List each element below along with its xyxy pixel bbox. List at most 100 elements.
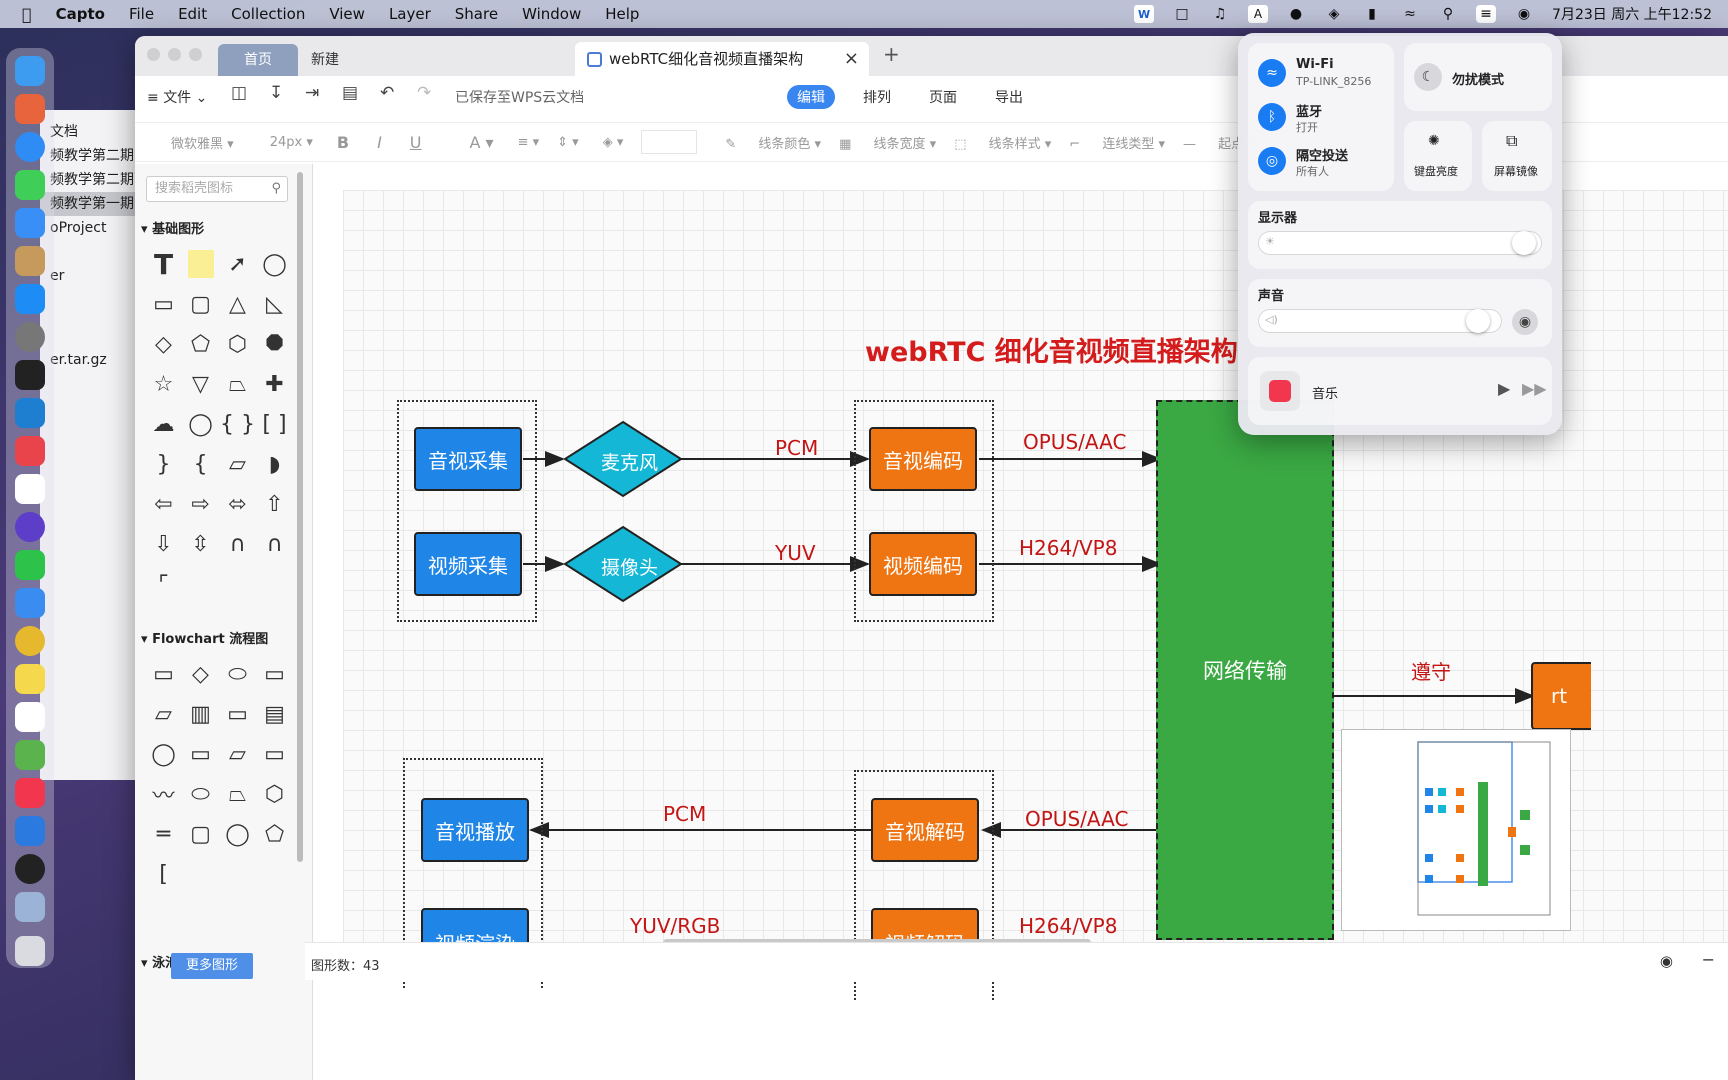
wifi-toggle-icon[interactable]: ≈ — [1258, 59, 1286, 87]
minimap[interactable] — [1341, 729, 1571, 931]
pentagon-shape[interactable]: ⬠ — [190, 331, 211, 357]
tape-shape[interactable]: 〰 — [152, 784, 175, 809]
comply-label[interactable]: 遵守 — [1411, 660, 1451, 684]
tab-document[interactable]: webRTC细化音视频直播架构 × — [575, 42, 869, 76]
mode-page[interactable]: 页面 — [929, 90, 957, 106]
line-color-button[interactable]: ✎ 线条颜色 ▾ — [725, 136, 822, 152]
menu-layer[interactable]: Layer — [379, 5, 431, 23]
safari-icon[interactable] — [15, 132, 45, 162]
annotation-shape[interactable]: ═ — [156, 821, 171, 847]
inverted-triangle-shape[interactable]: ▽ — [192, 371, 209, 397]
finder-item[interactable]: er.tar.gz — [50, 352, 107, 368]
shape-search-input[interactable]: 搜索稻壳图标 ⚲ — [146, 176, 288, 202]
rt-node[interactable]: rt — [1531, 662, 1591, 730]
wifi-icon[interactable]: ≈ — [1404, 6, 1416, 22]
launchpad-icon[interactable] — [15, 94, 45, 124]
fast-forward-icon[interactable]: ▶▶ — [1522, 379, 1547, 398]
underline-button[interactable]: U — [409, 132, 422, 152]
apple-icon[interactable]:  — [22, 5, 32, 24]
tab-new[interactable]: 新建 — [311, 52, 339, 68]
line-style-button[interactable]: ⬚ 线条样式 ▾ — [954, 136, 1052, 152]
menu-collection[interactable]: Collection — [221, 5, 305, 23]
maps-icon[interactable] — [15, 740, 45, 770]
left-brace-shape[interactable]: { — [193, 451, 208, 477]
cloud-shape[interactable]: ☁ — [152, 411, 175, 437]
app-store-icon[interactable] — [15, 284, 45, 314]
redo-icon[interactable]: ↷ — [417, 83, 432, 103]
finder-item[interactable]: 文档 — [50, 124, 78, 140]
encoder-group[interactable] — [854, 400, 994, 622]
video-app-icon[interactable] — [15, 512, 45, 542]
search-icon[interactable]: ⚲ — [271, 181, 281, 196]
triangle-shape[interactable]: △ — [229, 291, 246, 317]
mode-export[interactable]: 导出 — [995, 90, 1023, 106]
camera-label[interactable]: 摄像头 — [601, 557, 659, 579]
corner-shape[interactable]: ⌜ — [158, 571, 169, 597]
format-painter-icon[interactable]: ▤ — [342, 83, 359, 103]
mic-label[interactable]: 麦克风 — [601, 452, 659, 474]
stored-data-shape[interactable]: ▭ — [227, 701, 248, 727]
contacts-icon[interactable] — [15, 246, 45, 276]
download-icon[interactable]: ↧ — [269, 83, 284, 103]
double-arrow-shape[interactable]: ⬄ — [228, 491, 247, 517]
opus-label[interactable]: OPUS/AAC — [1023, 430, 1127, 454]
summing-junction-shape[interactable]: ◯ — [225, 821, 250, 847]
notes-icon[interactable] — [15, 664, 45, 694]
display-shape[interactable]: ⬭ — [191, 781, 210, 807]
internal-storage-shape[interactable]: ▤ — [264, 701, 285, 727]
vscode-icon[interactable] — [15, 398, 45, 428]
menu-clock[interactable]: 7月23日 周六 上午12:52 — [1552, 7, 1712, 23]
diamond-shape[interactable]: ◇ — [155, 331, 172, 357]
airplay-audio-icon[interactable]: ◉ — [1512, 309, 1538, 335]
music-icon[interactable] — [15, 778, 45, 808]
network-transport-node[interactable]: 网络传输 — [1156, 400, 1334, 940]
font-color-button[interactable]: A ▾ — [469, 132, 494, 152]
right-triangle-shape[interactable]: ◺ — [266, 291, 283, 317]
more-shapes-button[interactable]: 更多图形 — [171, 953, 253, 979]
connector-shape[interactable]: ◯ — [151, 741, 176, 767]
siri-icon[interactable]: ◉ — [1517, 6, 1531, 22]
wifi-title[interactable]: Wi-Fi — [1296, 57, 1334, 72]
panel-scrollbar[interactable] — [297, 172, 303, 862]
video-encoder-node[interactable]: 视频编码 — [869, 532, 977, 596]
line-width-button[interactable]: ▦ 线条宽度 ▾ — [839, 136, 937, 152]
pcm-label[interactable]: PCM — [775, 436, 819, 460]
undo-icon[interactable]: ↶ — [380, 83, 395, 103]
menu-app-name[interactable]: Capto — [46, 5, 105, 23]
font-size-select[interactable]: 24px ▾ — [269, 134, 313, 150]
keyboard-brightness-button[interactable]: ✺ 键盘亮度 — [1404, 121, 1472, 191]
control-center-icon[interactable]: ≡ — [1476, 5, 1497, 23]
finder-item[interactable]: 频教学第一期 — [40, 192, 150, 216]
audio-encoder-node[interactable]: 音视编码 — [869, 427, 977, 491]
card-shape[interactable]: ▭ — [264, 741, 285, 767]
finder-item[interactable]: er — [50, 268, 65, 284]
audio-player-node[interactable]: 音视播放 — [421, 798, 529, 862]
yuvrgb-label[interactable]: YUV/RGB — [630, 914, 721, 938]
arrow-line-shape[interactable]: ➚ — [228, 251, 247, 277]
parallelogram-shape[interactable]: ▱ — [229, 451, 246, 477]
capture-group[interactable] — [397, 400, 537, 622]
finder-icon[interactable] — [15, 56, 45, 86]
quarter-shape[interactable]: ◗ — [268, 451, 281, 477]
document-shape[interactable]: ▭ — [264, 661, 285, 687]
rounded-rectangle-shape[interactable]: ▢ — [190, 291, 211, 317]
u-turn-shape[interactable]: ∩ — [229, 531, 246, 557]
finder-item[interactable]: 频教学第二期副 — [50, 172, 148, 188]
capture-audio-node[interactable]: 音视采集 — [414, 427, 522, 491]
pcm2-label[interactable]: PCM — [663, 802, 707, 826]
terminal-icon[interactable] — [15, 360, 45, 390]
system-preferences-icon[interactable] — [15, 322, 45, 352]
u-turn-arrow-shape[interactable]: ∩ — [266, 531, 283, 557]
data-shape[interactable]: ▱ — [155, 701, 172, 727]
audio-decoder-node[interactable]: 音视解码 — [871, 798, 979, 862]
diagram-title[interactable]: webRTC 细化音视频直播架构 — [865, 337, 1238, 368]
preview-icon[interactable] — [15, 892, 45, 922]
menu-help[interactable]: Help — [595, 5, 639, 23]
bold-button[interactable]: B — [336, 132, 350, 152]
bell-icon[interactable]: ♫ — [1213, 6, 1227, 22]
italic-button[interactable]: I — [377, 132, 382, 152]
callout-shape[interactable]: ◯ — [188, 411, 213, 437]
decoder-group[interactable] — [854, 770, 994, 1000]
airdrop-toggle-icon[interactable]: ◎ — [1258, 147, 1286, 175]
finder-item[interactable]: 频教学第二期 — [50, 148, 134, 164]
